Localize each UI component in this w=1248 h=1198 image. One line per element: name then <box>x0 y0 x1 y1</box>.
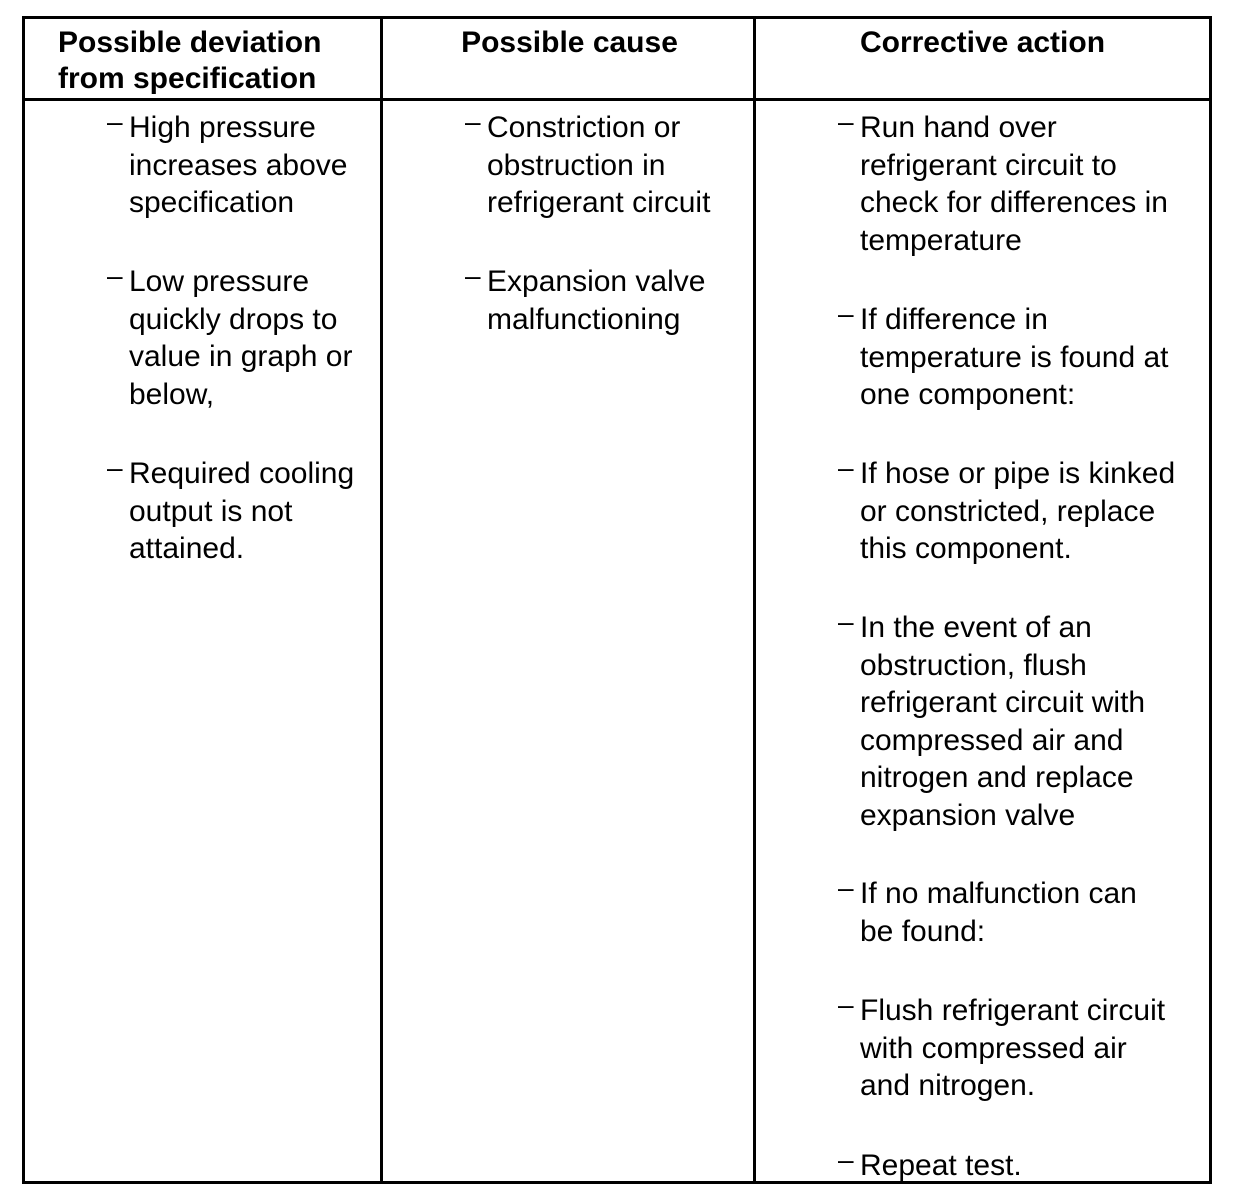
item-line: specification <box>129 186 295 219</box>
action-item: – Repeat test. <box>838 1144 1022 1185</box>
bullet-dash: – <box>838 606 854 637</box>
item-line: obstruction in <box>487 148 666 182</box>
item-line: Constriction or <box>487 111 681 144</box>
item-line: nitrogen and replace <box>860 761 1134 794</box>
action-item: – In the event of an obstruction, flush … <box>838 606 1146 834</box>
action-item: – If hose or pipe is kinked or constrict… <box>838 452 1176 568</box>
item-line: If difference in <box>860 303 1048 336</box>
item-line: Repeat test. <box>860 1149 1022 1182</box>
item-line: temperature is found at <box>860 340 1169 374</box>
bullet-dash: – <box>838 1144 854 1175</box>
item-line: value in graph or <box>129 340 353 373</box>
item-line: refrigerant circuit with <box>860 686 1146 719</box>
cause-item: – Expansion valve malfunctioning <box>465 260 706 338</box>
item-line: Required cooling <box>129 457 355 490</box>
item-line: below, <box>129 377 215 411</box>
item-line: this component. <box>860 532 1072 565</box>
item-line: check for differences in <box>860 186 1168 219</box>
item-line: compressed air and <box>860 723 1124 757</box>
header-cause: Possible cause <box>461 26 678 59</box>
header-deviation-line2: from specification <box>58 62 317 95</box>
bullet-dash: – <box>107 106 123 137</box>
deviation-item: – High pressure increases above specific… <box>107 106 348 222</box>
troubleshooting-table: Possible deviation from specification Po… <box>22 16 1212 1184</box>
bullet-dash: – <box>465 106 481 137</box>
item-line: malfunctioning <box>487 302 681 336</box>
action-item: – Flush refrigerant circuit with compres… <box>838 989 1166 1105</box>
column-deviation <box>25 19 383 1181</box>
bullet-dash: – <box>838 298 854 329</box>
column-cause <box>383 19 756 1181</box>
item-line: be found: <box>860 914 986 948</box>
bullet-dash: – <box>465 260 481 291</box>
bullet-dash: – <box>838 106 854 137</box>
deviation-item: – Required cooling output is not attaine… <box>107 452 355 568</box>
item-line: Expansion valve <box>487 265 706 298</box>
item-line: one component: <box>860 378 1076 411</box>
item-line: High pressure <box>129 111 316 144</box>
header-deviation-line1: Possible deviation <box>58 26 322 59</box>
item-line: quickly drops to <box>129 302 338 336</box>
deviation-item: – Low pressure quickly drops to value in… <box>107 260 353 413</box>
item-line: output is not <box>129 494 293 528</box>
item-line: obstruction, flush <box>860 648 1087 682</box>
item-line: increases above <box>129 148 348 182</box>
item-line: temperature <box>860 223 1022 257</box>
item-line: and nitrogen. <box>860 1069 1036 1102</box>
table-header-row: Possible deviation from specification Po… <box>25 19 1209 101</box>
header-deviation: Possible deviation from specification <box>25 19 383 98</box>
item-line: expansion valve <box>860 798 1076 832</box>
item-line: refrigerant circuit to <box>860 148 1117 182</box>
item-line: Low pressure <box>129 265 310 298</box>
item-line: In the event of an <box>860 611 1092 644</box>
item-line: Flush refrigerant circuit <box>860 994 1166 1027</box>
action-item: – If difference in temperature is found … <box>838 298 1169 414</box>
bullet-dash: – <box>107 260 123 291</box>
item-line: If no malfunction can <box>860 877 1137 910</box>
item-line: refrigerant circuit <box>487 186 711 219</box>
item-line: or constricted, replace <box>860 494 1156 528</box>
bullet-dash: – <box>107 452 123 483</box>
item-line: attained. <box>129 532 245 565</box>
bullet-dash: – <box>838 452 854 483</box>
action-item: – If no malfunction can be found: <box>838 872 1137 950</box>
item-line: with compressed air <box>860 1031 1127 1065</box>
bullet-dash: – <box>838 989 854 1020</box>
bullet-dash: – <box>838 872 854 903</box>
cause-item: – Constriction or obstruction in refrige… <box>465 106 711 222</box>
item-line: If hose or pipe is kinked <box>860 457 1176 490</box>
item-line: Run hand over <box>860 111 1057 144</box>
header-action: Corrective action <box>859 26 1106 59</box>
action-item: – Run hand over refrigerant circuit to c… <box>838 106 1168 259</box>
